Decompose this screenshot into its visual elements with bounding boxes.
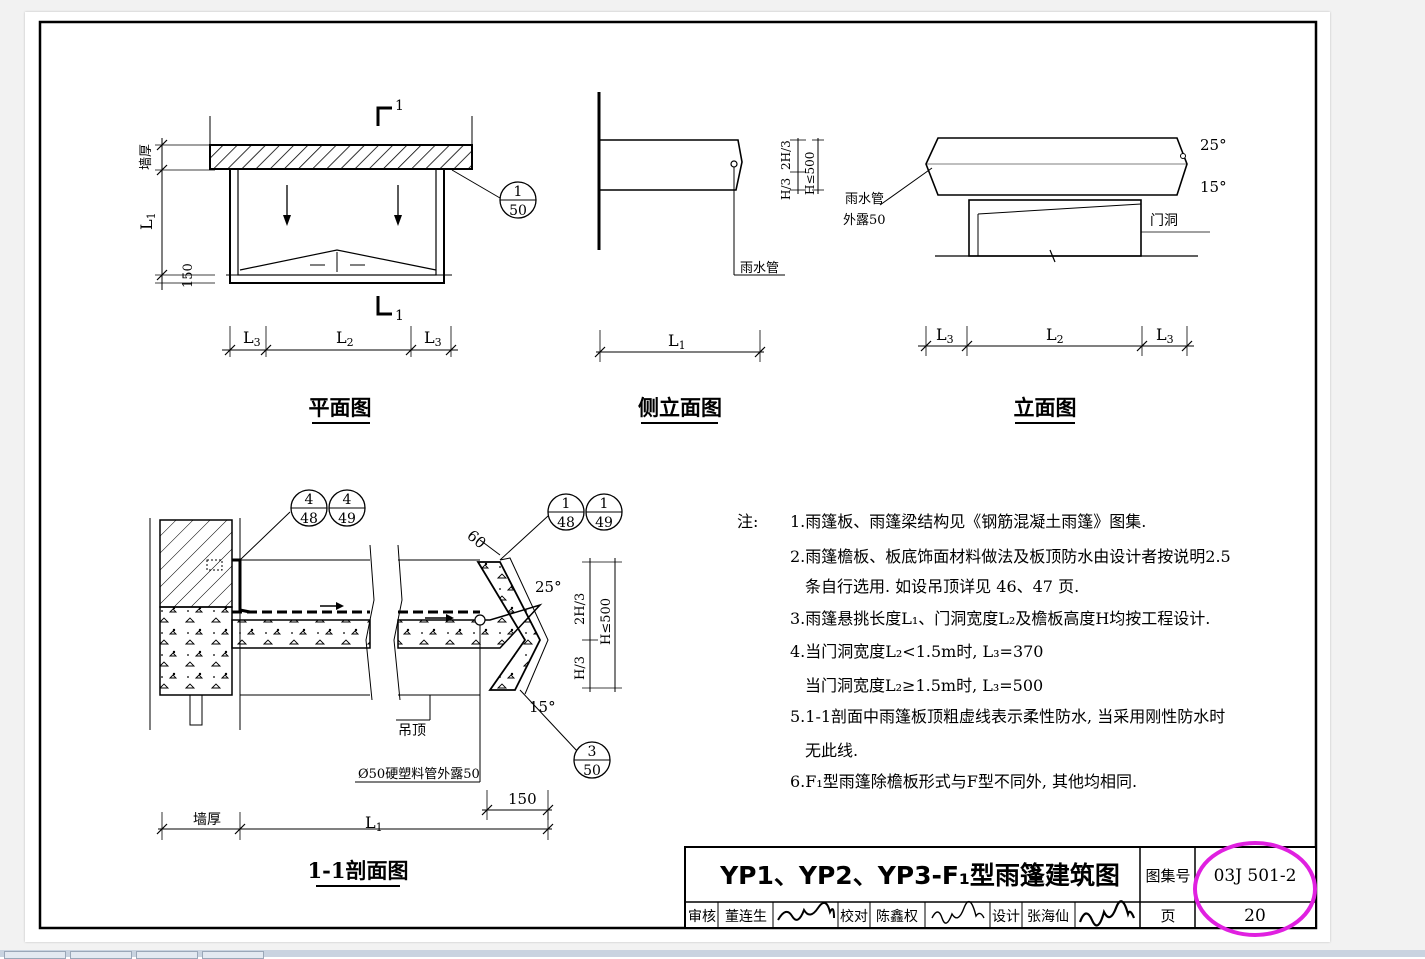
section-ref-d-top: 1: [600, 496, 609, 512]
note-line-8: 无此线.: [805, 741, 858, 760]
checker-signature: [931, 900, 985, 924]
side-view: 雨水管 H/3 2H/3 H≤500 L1 侧立面图: [594, 92, 824, 424]
atlas-number: 03J 501-2: [1214, 866, 1297, 886]
taskbar-button[interactable]: [136, 951, 198, 959]
plan-detail-ref-top: 1: [514, 184, 523, 200]
sheet-border: [38, 20, 1318, 930]
section-l1: L1: [365, 813, 383, 834]
note-line-5: 4.当门洞宽度L₂<1.5m时, L₃=370: [790, 642, 1044, 661]
title-block: YP1、YP2、YP3-F₁型雨篷建筑图 图集号 03J 501-2 页 20 …: [684, 841, 1317, 937]
section-dim-h3: H/3: [573, 656, 588, 680]
elevation-angle-bottom: 15°: [1200, 178, 1227, 196]
design-label: 设计: [992, 909, 1020, 925]
section-dim-60: 60: [463, 526, 489, 552]
check-label: 校对: [840, 908, 868, 925]
taskbar: [0, 950, 1425, 957]
section-fascia: [476, 561, 542, 691]
note-line-6: 当门洞宽度L₂≥1.5m时, L₃=500: [805, 676, 1043, 695]
section-ceiling-label: 吊顶: [398, 723, 426, 739]
elevation-l3-left: L3: [936, 325, 954, 346]
section-wall-lower: [159, 606, 233, 696]
section-ref-b-bottom: 49: [338, 511, 356, 527]
plan-section-mark-top: 1: [395, 98, 404, 114]
section-ref-c-top: 1: [562, 496, 571, 512]
elevation-angle-top: 25°: [1200, 136, 1227, 154]
section-pipe-note: Ø50硬塑料管外露50: [358, 767, 480, 782]
highlight-ellipse: [1193, 841, 1317, 937]
note-line-1: 1.雨篷板、雨篷梁结构见《钢筋混凝土雨篷》图集.: [790, 512, 1146, 531]
section-view: 60 25° 15° 2H/3 H≤500 H/3 4 48 4 49 1 48…: [149, 489, 623, 887]
taskbar-button[interactable]: [4, 951, 66, 959]
side-view-title: 侧立面图: [638, 395, 722, 420]
section-ref-c-bottom: 48: [557, 515, 575, 531]
side-dim-h: H≤500: [803, 152, 817, 195]
notes-block: 注: 1.雨篷板、雨篷梁结构见《钢筋混凝土雨篷》图集. 2.雨篷檐板、板底饰面材…: [737, 512, 1231, 791]
reviewer-signature: [777, 901, 835, 921]
review-label: 审核: [688, 909, 716, 925]
title-block-title: YP1、YP2、YP3-F₁型雨篷建筑图: [719, 861, 1120, 890]
section-ref-b-top: 4: [343, 492, 352, 508]
elevation-door: [968, 199, 1142, 257]
plan-l1-label: L1: [137, 212, 158, 230]
section-dim-2h3: 2H/3: [573, 593, 588, 625]
plan-view: 1 50 1 1 墙厚 L1 150 L3 L2 L3 平面图: [137, 98, 537, 424]
note-line-7: 5.1-1剖面中雨篷板顶粗虚线表示柔性防水, 当采用刚性防水时: [790, 707, 1225, 726]
section-ref-a-top: 4: [305, 492, 314, 508]
side-dim-2h3: 2H/3: [779, 140, 793, 170]
taskbar-button[interactable]: [202, 951, 264, 959]
plan-l2-label: L2: [336, 328, 354, 349]
section-wall-thickness: 墙厚: [193, 812, 221, 828]
plan-l3-left-label: L3: [243, 328, 261, 349]
note-line-3: 条自行选用. 如设吊顶详见 46、47 页.: [805, 577, 1079, 596]
designer-signature: [1078, 900, 1136, 927]
plan-wall-thickness-label: 墙厚: [139, 144, 154, 170]
section-ref-e-top: 3: [588, 744, 597, 760]
plan-150-label: 150: [181, 263, 196, 288]
section-ref-e-bottom: 50: [583, 763, 601, 779]
elevation-l3-right: L3: [1156, 325, 1174, 346]
plan-wall: [209, 144, 473, 170]
atlas-label: 图集号: [1145, 867, 1190, 885]
section-dim-150: 150: [508, 790, 537, 808]
section-dim-h: H≤500: [599, 598, 614, 645]
section-ref-d-bottom: 49: [595, 515, 613, 531]
side-drain-pipe-label: 雨水管: [740, 261, 779, 276]
note-line-2: 2.雨篷檐板、板底饰面材料做法及板顶防水由设计者按说明2.5: [790, 547, 1231, 566]
section-angle-bottom: 15°: [529, 698, 556, 716]
plan-detail-ref-bottom: 50: [509, 203, 527, 219]
note-line-9: 6.F₁型雨篷除檐板形式与F型不同外, 其他均相同.: [790, 772, 1137, 791]
section-ref-a-bottom: 48: [300, 511, 318, 527]
page-number: 20: [1244, 906, 1266, 926]
taskbar-button[interactable]: [70, 951, 132, 959]
page-label: 页: [1160, 907, 1175, 925]
elevation-view: 门洞 雨水管 外露50 25° 15° L3 L2 L3 立面图: [843, 136, 1227, 424]
notes-label: 注:: [737, 512, 758, 531]
plan-section-mark-bottom: 1: [395, 308, 404, 324]
section-view-title: 1-1剖面图: [308, 858, 409, 883]
note-line-4: 3.雨篷悬挑长度L₁、门洞宽度L₂及檐板高度H均按工程设计.: [790, 609, 1210, 628]
elevation-view-title: 立面图: [1014, 395, 1077, 420]
elevation-drain-label-2: 外露50: [843, 213, 886, 228]
side-l1-label: L1: [668, 331, 686, 352]
reviewer-name: 董连生: [725, 909, 767, 925]
elevation-canopy: [925, 137, 1188, 196]
plan-l3-right-label: L3: [424, 328, 442, 349]
checker-name: 陈鑫权: [876, 908, 918, 925]
section-slab: [231, 619, 371, 649]
side-dim-h3: H/3: [779, 178, 793, 200]
plan-view-title: 平面图: [309, 395, 372, 420]
section-wall-upper: [159, 519, 233, 608]
elevation-drain-label-1: 雨水管: [845, 192, 884, 207]
designer-name: 张海仙: [1027, 909, 1069, 925]
side-canopy: [600, 139, 743, 191]
section-angle-top: 25°: [535, 578, 562, 596]
elevation-l2: L2: [1046, 325, 1064, 346]
elevation-door-label: 门洞: [1150, 213, 1178, 229]
